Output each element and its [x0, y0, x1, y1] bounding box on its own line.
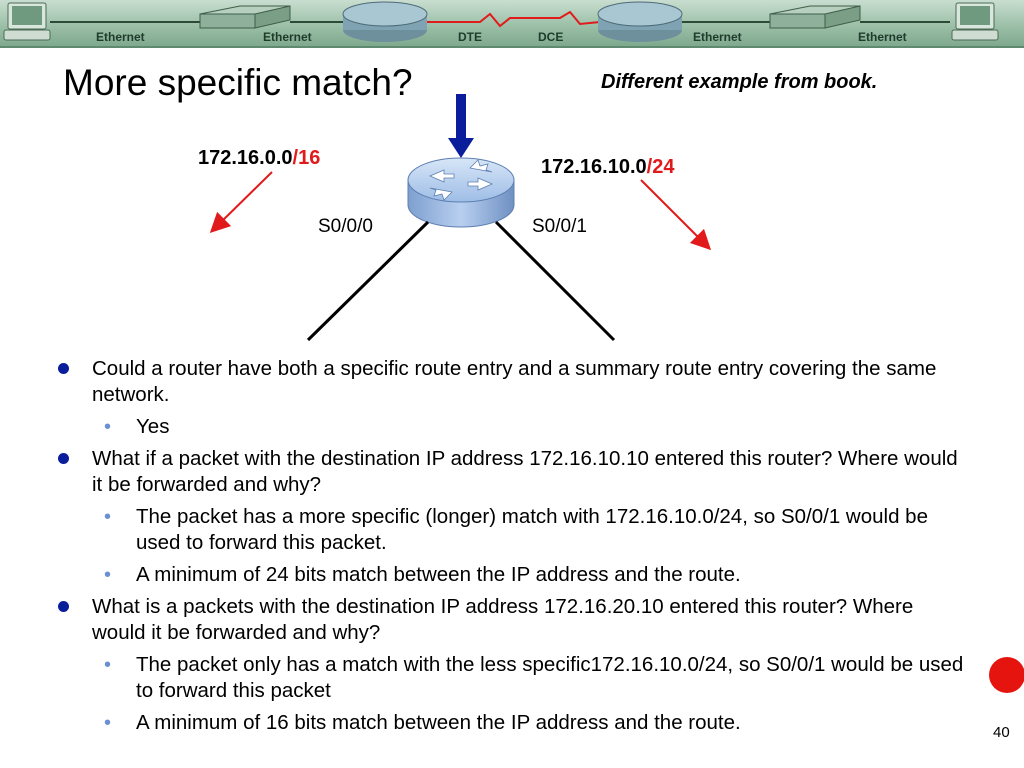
banner-label-ethernet-2: Ethernet	[263, 30, 312, 44]
banner-label-dce: DCE	[538, 30, 564, 44]
slide-title: More specific match?	[63, 62, 413, 103]
bullet-item: Could a router have both a specific rout…	[56, 356, 966, 408]
bullet-item: What is a packets with the destination I…	[56, 594, 966, 646]
left-red-arrow	[209, 171, 273, 234]
serial-link	[427, 10, 601, 28]
sub-bullet-item: The packet only has a match with the les…	[56, 652, 966, 704]
right-network-label: 172.16.10.0/24	[541, 156, 674, 179]
router-icon	[597, 1, 683, 42]
interface-label-s000: S0/0/0	[318, 216, 373, 237]
link-s000	[306, 220, 430, 342]
banner-label-ethernet-4: Ethernet	[858, 30, 907, 44]
link-s001	[494, 220, 616, 342]
router-icon	[407, 157, 515, 228]
sub-bullet-item: A minimum of 16 bits match between the I…	[56, 710, 966, 736]
page-number: 40	[993, 724, 1010, 741]
red-record-dot-icon	[989, 657, 1024, 693]
banner-label-ethernet-3: Ethernet	[693, 30, 742, 44]
header-banner: Ethernet Ethernet DTE DCE Ethernet Ether…	[0, 0, 1024, 48]
left-network-prefix: /16	[292, 147, 321, 169]
slide-note: Different example from book.	[601, 71, 878, 93]
left-network-label: 172.16.0.0/16	[198, 147, 320, 170]
right-red-arrow	[640, 179, 712, 251]
pc-icon	[951, 2, 999, 41]
sub-bullet-item: A minimum of 24 bits match between the I…	[56, 562, 966, 588]
interface-label-s001: S0/0/1	[532, 216, 587, 237]
router-icon	[342, 1, 428, 42]
banner-label-ethernet-1: Ethernet	[96, 30, 145, 44]
sub-bullet-item: The packet has a more specific (longer) …	[56, 504, 966, 556]
bullet-list: Could a router have both a specific rout…	[56, 356, 966, 742]
bullet-item: What if a packet with the destination IP…	[56, 446, 966, 498]
network-banner-graphic	[3, 1, 999, 42]
right-network-prefix: /24	[646, 156, 675, 178]
left-network-address: 172.16.0.0	[198, 147, 293, 169]
switch-icon	[199, 5, 291, 29]
incoming-arrow	[448, 94, 474, 158]
switch-icon	[769, 5, 861, 29]
pc-icon	[3, 2, 51, 41]
sub-bullet-item: Yes	[56, 414, 966, 440]
banner-label-dte: DTE	[458, 30, 482, 44]
right-network-address: 172.16.10.0	[541, 156, 647, 178]
